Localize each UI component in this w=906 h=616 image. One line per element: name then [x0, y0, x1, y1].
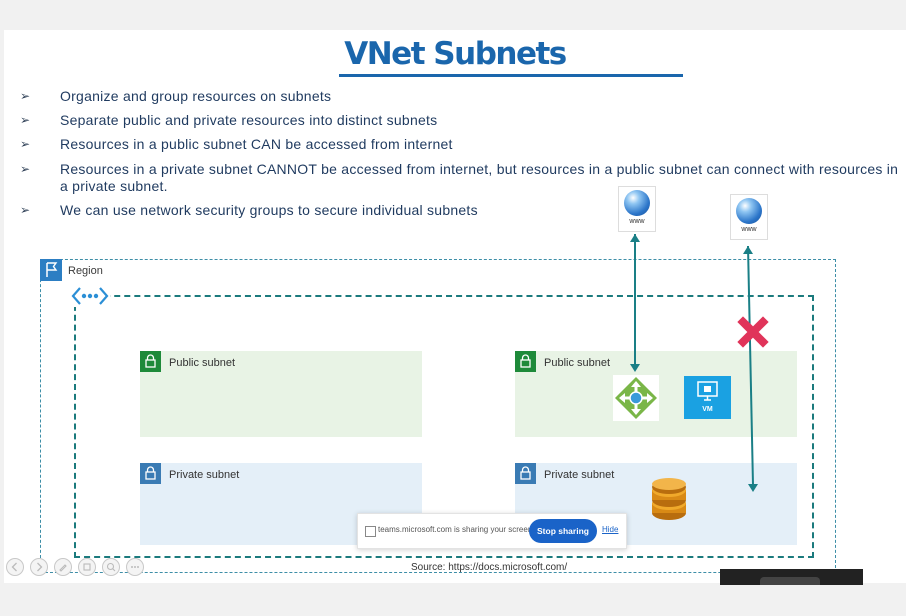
blocked-arrowhead-up — [743, 246, 753, 254]
vm-label: VM — [702, 406, 713, 413]
zoom-icon[interactable] — [102, 558, 120, 576]
vnet-boundary — [74, 295, 814, 558]
subnet-label: Public subnet — [544, 357, 611, 369]
public-subnet-left: Public subnet — [140, 351, 422, 437]
bullet-text: Separate public and private resources in… — [60, 112, 438, 128]
screen-share-bar: teams.microsoft.com is sharing your scre… — [357, 513, 627, 549]
globe-ball — [736, 198, 762, 224]
region-boundary — [40, 259, 836, 573]
database-icon — [650, 477, 688, 523]
slide-title: VNet Subnets — [344, 36, 567, 72]
bullet-arrow-icon: ➢ — [20, 203, 31, 217]
bullet-arrow-icon: ➢ — [20, 137, 31, 151]
slides-overview-icon[interactable] — [78, 558, 96, 576]
globe-label: www — [741, 226, 757, 233]
vnet-icon — [70, 285, 110, 307]
subnet-label: Private subnet — [544, 469, 615, 481]
bullet-text: Resources in a private subnet CANNOT be … — [60, 161, 899, 194]
blocked-arrowhead-down — [748, 484, 758, 492]
region-label: Region — [68, 265, 103, 277]
lock-icon — [140, 351, 161, 372]
hide-link[interactable]: Hide — [602, 525, 619, 534]
bullet-arrow-icon: ➢ — [20, 113, 31, 127]
next-slide-button[interactable] — [30, 558, 48, 576]
connection-arrows — [630, 234, 758, 492]
x-mark-icon — [735, 314, 771, 350]
lock-icon — [515, 463, 536, 484]
stop-sharing-button[interactable]: Stop sharing — [529, 519, 597, 543]
globe-icon: www — [618, 186, 656, 232]
source-citation: Source: https://docs.microsoft.com/ — [411, 562, 568, 573]
video-preview-tab — [760, 577, 820, 585]
pen-tool-icon[interactable] — [54, 558, 72, 576]
lock-icon — [515, 351, 536, 372]
load-balancer-icon — [613, 375, 659, 421]
bullet-text: Resources in a public subnet CAN be acce… — [60, 136, 453, 152]
more-options-icon[interactable] — [126, 558, 144, 576]
globe-label: www — [629, 218, 645, 225]
video-preview-panel — [720, 569, 863, 585]
lock-icon — [140, 463, 161, 484]
slide-canvas: VNet Subnets ➢ Organize and group resour… — [4, 30, 906, 583]
subnet-label: Private subnet — [169, 469, 240, 481]
globe-ball — [624, 190, 650, 216]
bullet-text: Organize and group resources on subnets — [60, 88, 332, 104]
screen-share-icon — [365, 526, 376, 537]
globe-icon: www — [730, 194, 768, 240]
previous-slide-button[interactable] — [6, 558, 24, 576]
allowed-arrowhead-up — [630, 234, 640, 242]
region-flag-icon — [40, 259, 62, 281]
bullet-text: We can use network security groups to se… — [60, 202, 478, 218]
vm-icon: VM — [684, 376, 731, 419]
title-underline — [339, 74, 683, 77]
allowed-arrowhead-down — [630, 364, 640, 372]
share-message: teams.microsoft.com is sharing your scre… — [378, 525, 535, 534]
bullet-arrow-icon: ➢ — [20, 89, 31, 103]
subnet-label: Public subnet — [169, 357, 236, 369]
blocked-connection-line — [747, 245, 754, 486]
bullet-arrow-icon: ➢ — [20, 162, 31, 176]
